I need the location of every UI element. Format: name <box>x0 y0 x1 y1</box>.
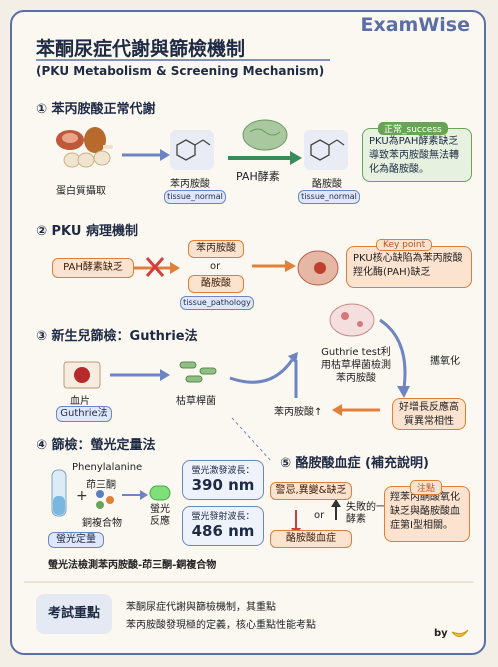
molecule-dots-icon <box>96 490 114 509</box>
brain-icon <box>242 119 288 151</box>
phe-up-label: 苯丙胺酸↑ <box>274 407 323 418</box>
by-label: by <box>434 628 448 639</box>
page-title: 苯酮尿症代謝與篩檢機制 <box>36 38 246 60</box>
bacteria-icon <box>179 361 217 383</box>
fluorescent-capsule-icon <box>149 485 171 501</box>
protein-intake-label: 蛋白質攝取 <box>56 186 106 197</box>
svg-text:+: + <box>76 488 88 504</box>
enzyme-label: PAH酵素 <box>236 170 280 183</box>
fluorescent-reaction-label: 螢光反應 <box>150 504 170 527</box>
tyr-low-box: 酪胺酸 <box>188 275 244 293</box>
exam-key-label: 考試重點 <box>47 606 100 621</box>
bacteria-label: 枯草桿菌 <box>176 396 216 407</box>
test-tube-icon <box>51 469 67 517</box>
tyrosine-molecule-icon <box>304 130 348 170</box>
section5-heading: ⑤ 酪胺酸血症 (補充說明) <box>280 456 429 471</box>
phenylalanine-molecule-icon <box>170 130 214 170</box>
key-point-tag: Key point <box>376 239 433 251</box>
pathology-tag: tissue_pathology <box>180 296 254 310</box>
reagent-copper: 銅複合物 <box>82 518 122 529</box>
petri-dish-icon <box>329 303 375 337</box>
exam-key-line1: 苯酮尿症代謝與篩檢機制，其重點 <box>126 602 276 613</box>
reaction-text: 好增長反應高質異常相性 <box>399 402 459 427</box>
exam-key-line2: 苯丙胺酸發現極的定義，核心重點性能考點 <box>126 620 316 631</box>
key-point-box: PKU核心缺陷為苯丙胺酸羥化酶(PAH)缺乏 <box>346 246 472 288</box>
phe-tag: tissue_normal <box>164 190 226 204</box>
or-label-2: or <box>314 510 325 521</box>
tyr-tag: tissue_normal <box>298 190 360 204</box>
oxidation-label: 攜氧化 <box>430 356 460 367</box>
phe-label: 苯丙胺酸 <box>170 179 210 190</box>
reaction-box: 好增長反應高質異常相性 <box>392 398 466 430</box>
blood-card-icon <box>63 361 101 389</box>
excitation-value: 390 nm <box>191 476 255 494</box>
section4-heading: ④ 篩檢：螢光定量法 <box>36 438 156 453</box>
tyrosinemia-box: 酪胺酸血症 <box>270 530 352 548</box>
section1-heading: ① 苯丙胺酸正常代謝 <box>36 102 156 117</box>
damaged-brain-icon <box>297 250 339 286</box>
guthrie-method-tag: Guthrie法 <box>56 406 112 422</box>
normal-tag: 正常_success <box>378 122 448 135</box>
normal-note-box: PKU為PAH酵素缺乏導致苯丙胺酸無法轉化為酪胺酸。 <box>362 128 472 182</box>
emission-box: 螢光發射波長： 486 nm <box>182 506 264 546</box>
emission-label: 螢光發射波長： <box>191 512 255 522</box>
emission-value: 486 nm <box>191 522 255 540</box>
section3-heading: ③ 新生兒篩檢：Guthrie法 <box>36 329 198 344</box>
guthrie-test-text: Guthrie test利用枯草桿菌檢測苯丙胺酸 <box>321 347 391 384</box>
normal-note-text: PKU為PAH酵素缺乏導致苯丙胺酸無法轉化為酪胺酸。 <box>369 136 459 175</box>
blood-spot-label: 血片 <box>70 396 90 407</box>
failed-enzyme-label: 失敗的一酵素 <box>346 502 386 525</box>
pah-deficiency-box: PAH酵素缺乏 <box>52 258 134 278</box>
phe-high-box: 苯丙胺酸 <box>188 240 244 258</box>
key-point-text: PKU核心缺陷為苯丙胺酸羥化酶(PAH)缺乏 <box>353 253 463 278</box>
tyrosinemia-note-tag: 注點 <box>410 480 443 495</box>
page-subtitle: (PKU Metabolism & Screening Mechanism) <box>36 64 325 78</box>
exam-key-label-box: 考試重點 <box>36 594 112 634</box>
tyr-label: 酪胺酸 <box>312 179 342 190</box>
reagent-ninhydrin: 茚三酮 <box>86 480 116 491</box>
tyrosinemia-note-text: 羥苯丙酮酸氧化缺乏與酪胺酸血症第I型相關。 <box>390 492 460 531</box>
brand-logo: ExamWise <box>354 14 476 36</box>
excitation-box: 螢光激發波長： 390 nm <box>182 460 264 500</box>
fluorescent-quant-tag: 螢光定量 <box>48 532 104 548</box>
food-illustration-icon <box>56 127 113 168</box>
reagent-phe: Phenylalanine <box>72 462 143 473</box>
or-label: or <box>210 261 221 272</box>
excitation-label: 螢光激發波長： <box>191 466 255 476</box>
block-x-icon <box>145 257 165 277</box>
fluorescent-caption: 螢光法檢測苯丙胺酸-茚三酮-銅複合物 <box>48 560 217 571</box>
tyrosinemia-note-box: 羥苯丙酮酸氧化缺乏與酪胺酸血症第I型相關。 <box>384 486 470 542</box>
tyrosinemia-cause-box: 警忌,異變&缺乏 <box>270 482 352 500</box>
section2-heading: ② PKU 病理機制 <box>36 224 138 239</box>
